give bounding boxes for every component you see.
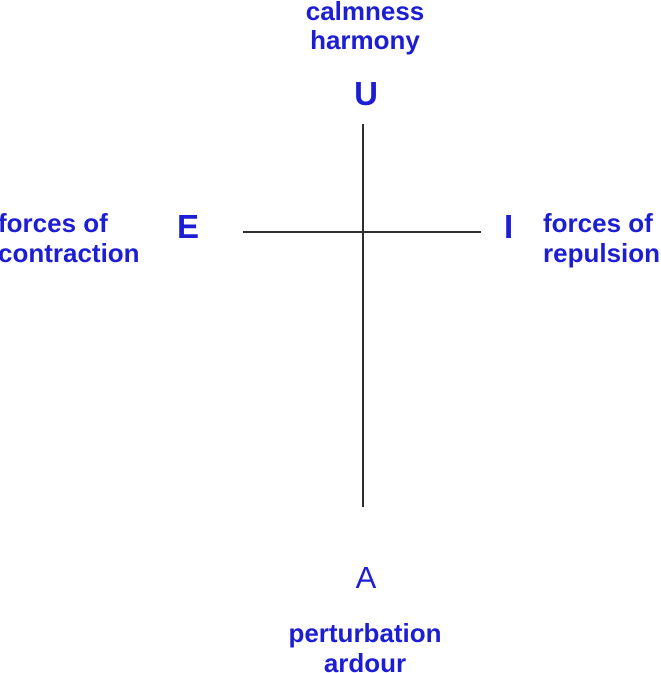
bottom-pole-quality-line1: perturbation: [288, 618, 442, 648]
vowel-e-label: E: [177, 208, 200, 245]
top-pole-quality-line2: harmony: [310, 25, 420, 55]
bottom-pole-label: perturbation ardour: [235, 618, 495, 673]
horizontal-axis-line: [243, 231, 481, 233]
vowel-i-label: I: [504, 208, 514, 245]
vowel-u-label: U: [354, 75, 378, 112]
vowel-a-label: A: [355, 560, 377, 595]
top-pole-quality-line1: calmness: [305, 0, 425, 26]
right-pole-quality-line1: forces of: [543, 208, 653, 238]
right-pole-quality-line2: repulsion: [543, 238, 661, 268]
top-pole-label: calmness harmony: [235, 0, 495, 55]
bottom-pole-quality-line2: ardour: [323, 648, 407, 673]
left-pole-label: forces of contraction: [0, 208, 140, 268]
left-pole-quality-line2: contraction: [0, 238, 140, 268]
left-pole-quality-line1: forces of: [0, 208, 108, 238]
right-pole-label: forces of repulsion: [543, 208, 660, 268]
vertical-axis-line: [362, 124, 364, 507]
